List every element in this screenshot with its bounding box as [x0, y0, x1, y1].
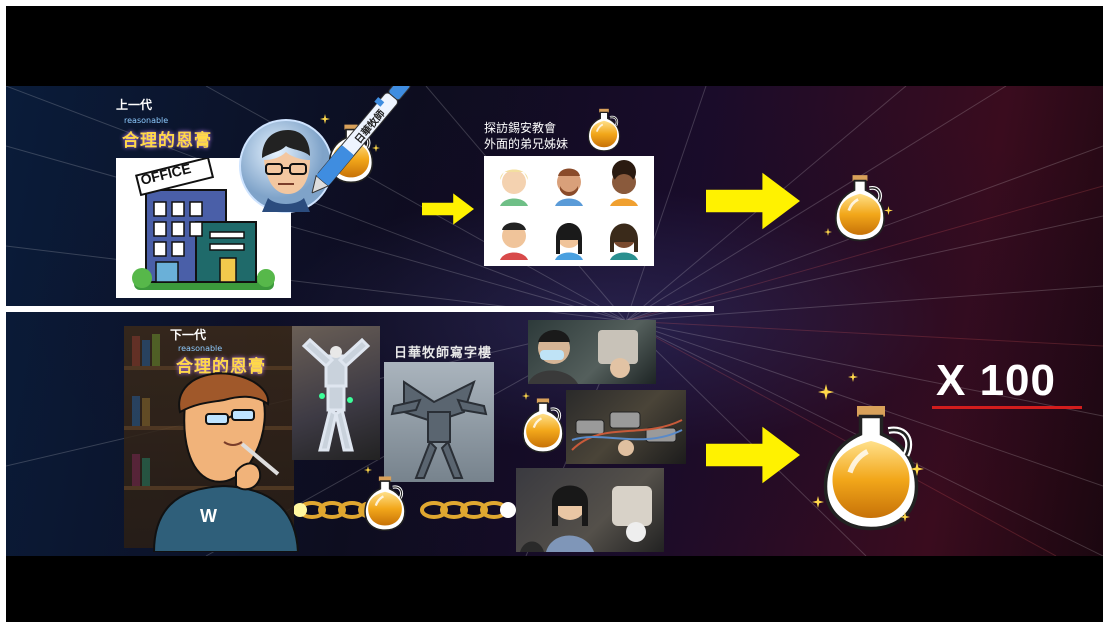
- oil-jar-icon: [363, 474, 407, 532]
- bottom-generation-label: 下一代: [170, 328, 207, 342]
- arrow-right-icon: [706, 426, 800, 484]
- sparkle-icon: [364, 466, 372, 474]
- sparkle-icon: [848, 372, 858, 382]
- visit-caption: 探訪錫安教會 外面的弟兄姊妹: [484, 120, 568, 152]
- office-caption: 日華牧師寫字樓: [394, 346, 493, 361]
- young-man-illustration: W: [146, 372, 336, 553]
- shirt-logo: W: [200, 506, 217, 526]
- visit-caption-line1: 探訪錫安教會: [484, 121, 557, 135]
- sparkle-icon: [320, 114, 330, 124]
- oil-jar-icon: [587, 107, 621, 152]
- visit-caption-line2: 外面的弟兄姊妹: [484, 137, 569, 151]
- sparkle-icon: [900, 512, 910, 522]
- slide-frame: 上一代 reasonable 合理的恩膏: [6, 6, 1103, 622]
- bottom-title: 合理的恩膏: [176, 357, 266, 377]
- oil-jar-icon: [521, 396, 565, 454]
- sparkle-icon: [884, 206, 893, 215]
- arrow-right-icon: [422, 193, 474, 225]
- sparkle-icon: [818, 384, 834, 400]
- sparkle-icon: [522, 392, 530, 400]
- mecha-model-photo: [384, 362, 494, 482]
- bottom-reasonable-label: reasonable: [178, 344, 223, 353]
- gold-chain: [293, 498, 516, 522]
- multiplier-label: X 100: [936, 356, 1056, 405]
- top-reasonable-label: reasonable: [124, 116, 169, 125]
- top-title: 合理的恩膏: [122, 131, 212, 151]
- section-divider: [6, 306, 714, 312]
- sparkle-icon: [910, 462, 924, 476]
- oil-jar-icon: [833, 173, 887, 243]
- sparkle-icon: [824, 228, 832, 236]
- slide-stage: 上一代 reasonable 合理的恩膏: [6, 86, 1103, 556]
- workshop-photo-3: [516, 468, 664, 552]
- pen-illustration: 日華牧師: [304, 86, 417, 200]
- multiplier-underline: [932, 406, 1082, 409]
- arrow-right-icon: [706, 172, 800, 230]
- workshop-photo-1: [528, 320, 656, 384]
- sparkle-icon: [812, 496, 824, 508]
- top-generation-label: 上一代: [116, 98, 153, 112]
- pastor-avatar: [239, 119, 333, 213]
- workshop-photo-2: [566, 390, 686, 464]
- gundam-model-photo: [292, 326, 380, 460]
- people-faces-illustration: [484, 156, 654, 266]
- sparkle-icon: [372, 144, 380, 152]
